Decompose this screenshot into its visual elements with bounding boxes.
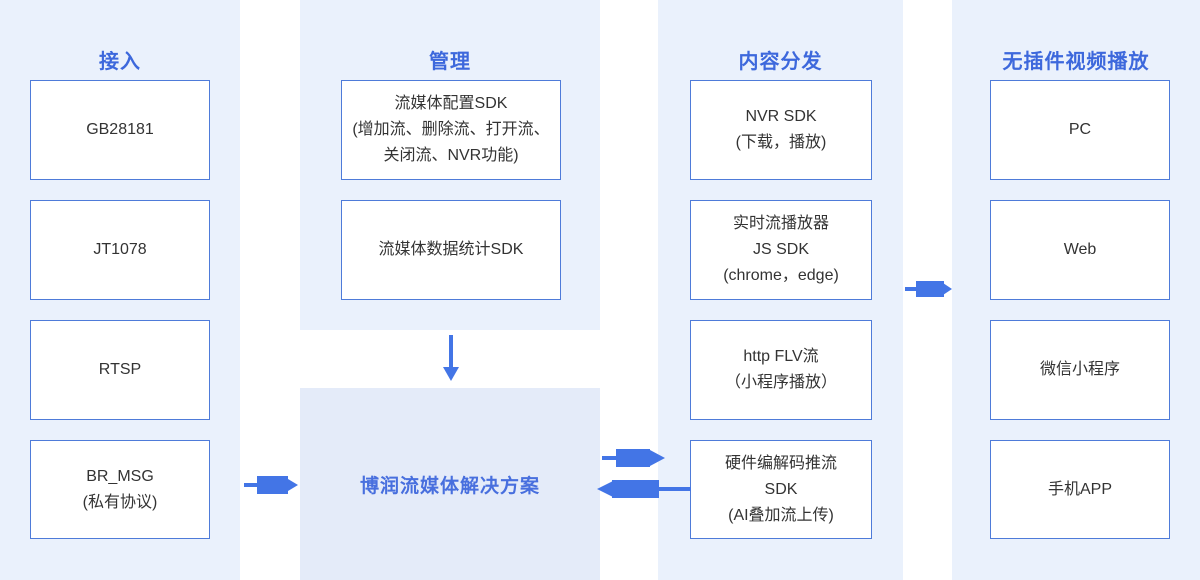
box-nvr-sdk: NVR SDK (下载，播放) [690, 80, 872, 180]
solution-label: 博润流媒体解决方案 [359, 475, 540, 497]
box-stream-stats-sdk: 流媒体数据统计SDK [341, 200, 561, 300]
box-label: 手机APP [1047, 480, 1113, 498]
box-label: Web [1063, 241, 1097, 258]
column-title-distribution: 内容分发 [738, 50, 823, 73]
box-sublabel: (增加流、删除流、打开流、 [352, 121, 550, 138]
solution-to-distribution-arrow [602, 446, 666, 470]
box-label: JT1078 [93, 241, 147, 258]
box-label: 实时流播放器 [732, 215, 829, 232]
box-sublabel: （小程序播放） [724, 374, 837, 391]
box-label: GB28181 [86, 121, 154, 138]
box-label: 硬件编解码推流 [724, 454, 837, 472]
box-realtime-player-sdk: 实时流播放器 JS SDK (chrome，edge) [690, 200, 872, 300]
box-wechat-miniprogram: 微信小程序 [990, 320, 1170, 420]
box-label: BR_MSG [86, 467, 154, 485]
arrow-right-icon [244, 476, 298, 494]
box-jt1078: JT1078 [30, 200, 210, 300]
column-title-access: 接入 [99, 50, 141, 73]
box-sublabel: SDK [764, 480, 798, 498]
box-web: Web [990, 200, 1170, 300]
box-label: 流媒体配置SDK [394, 95, 508, 112]
distribution-to-playback-arrow [905, 277, 952, 301]
access-to-solution-arrow [244, 473, 298, 497]
box-gb28181: GB28181 [30, 80, 210, 180]
box-sublabel: (AI叠加流上传) [728, 506, 834, 524]
management-to-solution-arrow [442, 335, 460, 381]
box-sublabel: 关闭流、NVR功能) [383, 147, 519, 164]
column-title-management: 管理 [429, 50, 471, 73]
box-mobile-app: 手机APP [990, 440, 1170, 539]
solution-panel: 博润流媒体解决方案 [300, 388, 600, 580]
push-sdk-to-solution-arrow [597, 477, 691, 501]
arrow-left-icon [597, 480, 691, 498]
box-label: 流媒体数据统计SDK [378, 241, 524, 258]
box-label: RTSP [98, 361, 142, 378]
box-http-flv: http FLV流 （小程序播放） [690, 320, 872, 420]
box-label: NVR SDK [745, 108, 817, 125]
arrow-down-icon [443, 335, 459, 381]
box-label: http FLV流 [743, 348, 819, 365]
box-label: PC [1068, 121, 1092, 138]
box-stream-config-sdk: 流媒体配置SDK (增加流、删除流、打开流、 关闭流、NVR功能) [341, 80, 561, 180]
box-sublabel: (私有协议) [82, 493, 158, 511]
box-rtsp: RTSP [30, 320, 210, 420]
box-sublabel: (下载，播放) [735, 134, 827, 151]
box-label: 微信小程序 [1039, 361, 1120, 378]
box-br-msg: BR_MSG (私有协议) [30, 440, 210, 539]
column-title-playback: 无插件视频播放 [1002, 50, 1150, 73]
box-pc: PC [990, 80, 1170, 180]
arrow-right-icon [905, 281, 952, 297]
box-hardware-codec-sdk: 硬件编解码推流 SDK (AI叠加流上传) [690, 440, 872, 539]
box-sublabel: (chrome，edge) [723, 267, 839, 284]
box-sublabel: JS SDK [752, 241, 809, 258]
arrow-right-icon [602, 449, 665, 467]
